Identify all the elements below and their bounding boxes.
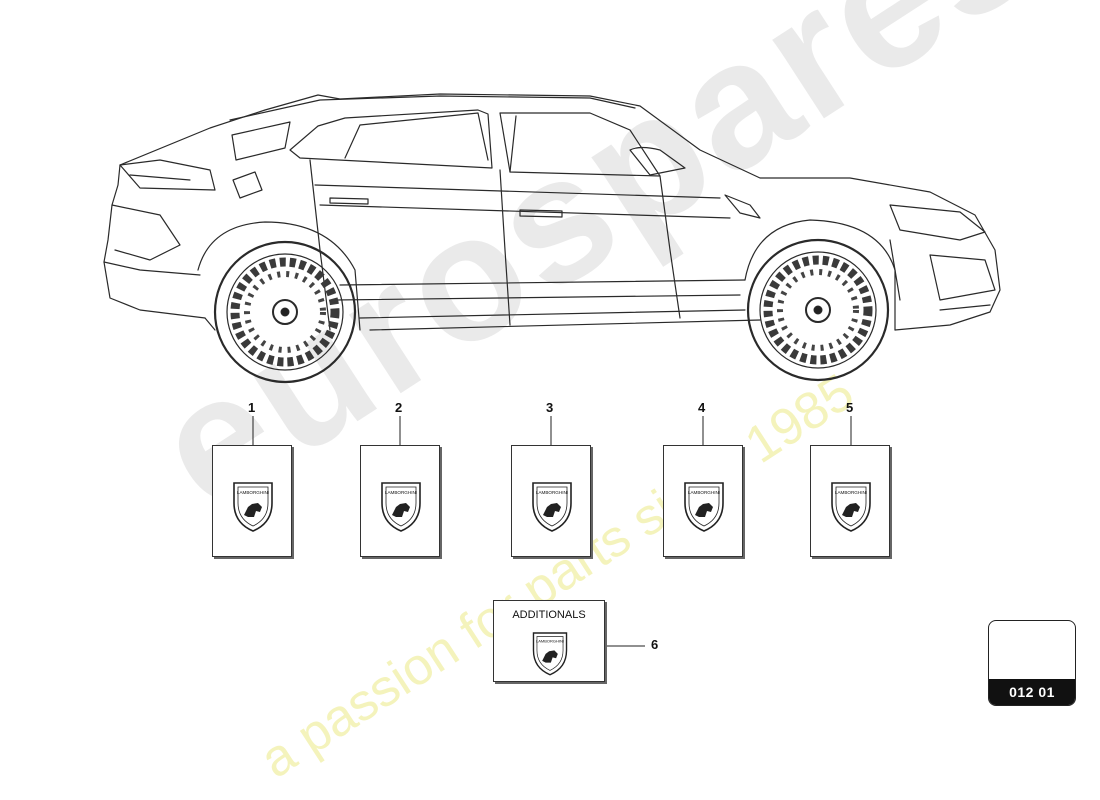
- callout-3: 3: [546, 400, 554, 415]
- crest-text-1: LAMBORGHINI: [237, 490, 269, 495]
- callout-6: 6: [651, 637, 659, 652]
- lamborghini-crest-icon: LAMBORGHINI: [831, 482, 871, 532]
- manual-booklet-5[interactable]: LAMBORGHINI: [810, 445, 890, 557]
- crest-text-6: LAMBORGHINI: [536, 639, 564, 644]
- lamborghini-crest-icon: LAMBORGHINI: [532, 482, 572, 532]
- group-code-label: 012 01: [989, 679, 1075, 705]
- vehicle-side-view: [103, 93, 1001, 384]
- crest-text-5: LAMBORGHINI: [835, 490, 867, 495]
- callout-4: 4: [698, 400, 706, 415]
- lamborghini-crest-icon: LAMBORGHINI: [684, 482, 724, 532]
- crest-text-3: LAMBORGHINI: [536, 490, 568, 495]
- crest-text-4: LAMBORGHINI: [688, 490, 720, 495]
- lamborghini-crest-icon: LAMBORGHINI: [381, 482, 421, 532]
- front-wheel-drawing: [746, 238, 890, 382]
- callout-2: 2: [395, 400, 403, 415]
- lamborghini-crest-icon: LAMBORGHINI: [532, 632, 568, 676]
- additionals-booklet[interactable]: ADDITIONALS LAMBORGHINI: [493, 600, 605, 682]
- manual-booklet-1[interactable]: LAMBORGHINI: [212, 445, 292, 557]
- crest-text-2: LAMBORGHINI: [385, 490, 417, 495]
- manual-booklet-3[interactable]: LAMBORGHINI: [511, 445, 591, 557]
- manual-booklet-4[interactable]: LAMBORGHINI: [663, 445, 743, 557]
- callout-1: 1: [248, 400, 256, 415]
- additionals-title: ADDITIONALS: [512, 609, 586, 621]
- group-code-badge: 012 01: [988, 620, 1076, 706]
- callout-5: 5: [846, 400, 854, 415]
- watermark-tagline: a passion for parts since 1985: [250, 362, 864, 790]
- manual-booklet-2[interactable]: LAMBORGHINI: [360, 445, 440, 557]
- rear-wheel-drawing: [213, 240, 357, 384]
- lamborghini-crest-icon: LAMBORGHINI: [233, 482, 273, 532]
